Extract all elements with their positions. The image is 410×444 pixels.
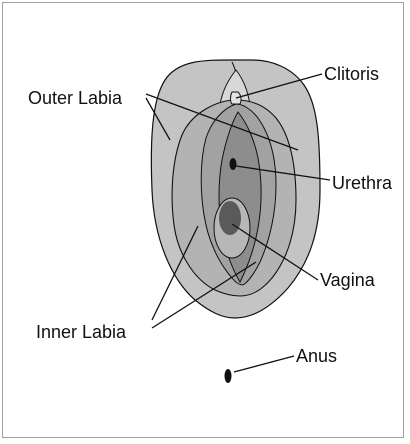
label-anus: Anus [296, 346, 337, 366]
clitoris-shape [231, 92, 242, 104]
anus-leader-line [234, 356, 294, 372]
label-clitoris: Clitoris [324, 64, 379, 84]
urethra-dot [230, 158, 237, 170]
label-urethra: Urethra [332, 173, 393, 193]
label-inner-labia: Inner Labia [36, 322, 127, 342]
label-vagina: Vagina [320, 270, 376, 290]
vaginal-opening-inner [219, 201, 241, 235]
anus-dot [225, 369, 232, 383]
label-outer-labia: Outer Labia [28, 88, 123, 108]
